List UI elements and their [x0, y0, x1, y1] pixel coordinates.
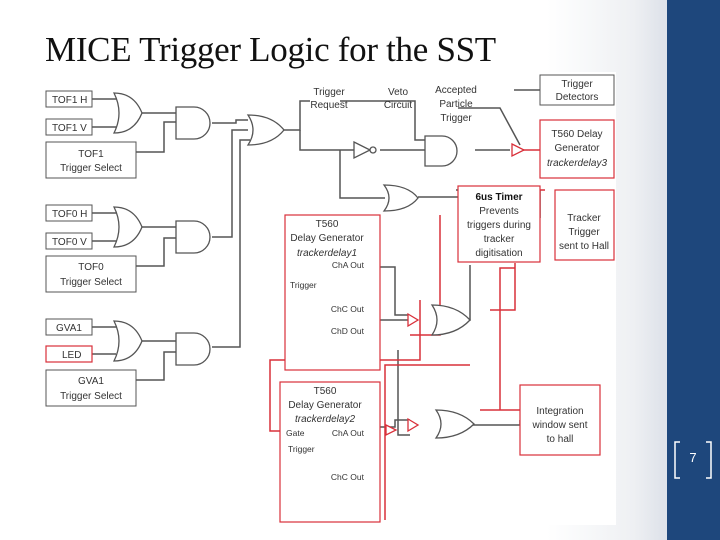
led-box: LED	[45, 345, 93, 363]
delay3-line3: trackerdelay3	[547, 158, 607, 169]
tof1-select-label-2: Trigger Select	[60, 163, 122, 174]
tof1-select-label-1: TOF1	[78, 149, 104, 160]
t560-delay3-box: T560 Delay Generator trackerdelay3	[539, 119, 615, 179]
trigger-request-line2: Request	[310, 100, 347, 111]
delay2-line2: Delay Generator	[288, 400, 362, 411]
or-gate-delay1	[430, 304, 471, 336]
trigger-detectors-line2: Detectors	[556, 92, 599, 103]
delay1-chc-out: ChC Out	[331, 304, 365, 314]
integration-line2: window sent	[531, 420, 587, 431]
delay2-cha-out: ChA Out	[332, 428, 365, 438]
or-gate-gva1	[112, 320, 143, 362]
delay1-line3: trackerdelay1	[297, 248, 357, 259]
buffer-veto	[353, 140, 372, 160]
or-gate-tof0	[112, 206, 143, 248]
tof0-select-label-1: TOF0	[78, 262, 104, 273]
timer-line2: triggers during	[467, 220, 531, 231]
veto-circuit-label: Veto Circuit	[384, 87, 413, 111]
gva1-select-box: GVA1 Trigger Select	[45, 369, 137, 407]
gva1-select-label-1: GVA1	[78, 376, 104, 387]
tracker-trigger-box: Tracker Trigger sent to Hall	[554, 189, 615, 261]
tof0-select-label-2: Trigger Select	[60, 277, 122, 288]
and-gate-tof1	[175, 106, 211, 140]
t560-delay1-box: T560 Delay Generator trackerdelay1 ChA O…	[284, 214, 381, 371]
integration-line3: to hall	[547, 434, 574, 445]
timer-line1: Prevents	[479, 206, 518, 217]
delay1-line1: T560	[316, 219, 339, 230]
tof1-v-label: TOF1 V	[52, 123, 87, 134]
veto-line2: Circuit	[384, 100, 413, 111]
tof1-h-box: TOF1 H	[45, 90, 93, 108]
logic-gates	[112, 92, 475, 439]
gva1-box: GVA1	[45, 318, 93, 336]
and-gate-gva1	[175, 332, 211, 366]
red-wiring	[269, 120, 546, 520]
and-gate-accepted	[424, 135, 458, 167]
tof1-v-box: TOF1 V	[45, 118, 93, 136]
or-gate-delay2	[434, 409, 475, 439]
delay2-line3: trackerdelay2	[295, 414, 355, 425]
gva1-select-label-2: Trigger Select	[60, 391, 122, 402]
tracker-trigger-line3: sent to Hall	[559, 241, 609, 252]
timer-line3: tracker	[484, 234, 515, 245]
delay3-line2: Generator	[554, 143, 600, 154]
trigger-detectors-line1: Trigger	[561, 79, 593, 90]
page-number-brackets	[674, 441, 712, 479]
accepted-particle-label: Accepted Particle Trigger	[435, 85, 477, 124]
integration-window-box: Integration window sent to hall	[519, 384, 601, 456]
page-number-box: 7	[672, 438, 714, 482]
tof0-select-box: TOF0 Trigger Select	[45, 255, 137, 293]
accepted-line2: Particle	[439, 99, 473, 110]
and-gate-tof0	[175, 220, 211, 254]
tracker-trigger-line2: Trigger	[568, 227, 600, 238]
delay2-gate: Gate	[286, 428, 305, 438]
tof1-h-label: TOF1 H	[52, 95, 87, 106]
trigger-detectors-box: Trigger Detectors	[539, 74, 615, 106]
tof1-select-box: TOF1 Trigger Select	[45, 141, 137, 179]
timer-title: 6us Timer	[475, 192, 522, 203]
or-gate-tof1	[112, 92, 143, 134]
inverter-dot	[369, 146, 377, 154]
accepted-line1: Accepted	[435, 85, 477, 96]
delay1-trigger: Trigger	[290, 280, 317, 290]
or-gate-trigger-request	[246, 114, 285, 146]
delay2-trigger: Trigger	[288, 444, 315, 454]
t560-delay2-box: T560 Delay Generator trackerdelay2 Gate …	[279, 381, 381, 523]
red-buffers	[385, 142, 526, 437]
tof0-v-label: TOF0 V	[52, 237, 87, 248]
delay1-chd-out: ChD Out	[331, 326, 365, 336]
tof0-v-box: TOF0 V	[45, 232, 93, 250]
trigger-request-line1: Trigger	[313, 87, 345, 98]
delay1-cha-out: ChA Out	[332, 260, 365, 270]
trigger-request-label: Trigger Request	[310, 87, 347, 111]
or-gate-timer	[382, 184, 419, 212]
delay1-line2: Delay Generator	[290, 233, 364, 244]
slide-title: MICE Trigger Logic for the SST	[45, 30, 496, 69]
tracker-trigger-line1: Tracker	[567, 213, 601, 224]
timer-box: 6us Timer Prevents triggers during track…	[457, 185, 541, 263]
veto-line1: Veto	[388, 87, 408, 98]
tof0-h-box: TOF0 H	[45, 204, 93, 222]
integration-line1: Integration	[536, 406, 583, 417]
delay2-line1: T560	[314, 386, 337, 397]
page-number: 7	[689, 450, 697, 465]
accepted-line3: Trigger	[440, 113, 472, 124]
led-label: LED	[62, 350, 81, 361]
delay3-line1: T560 Delay	[551, 129, 602, 140]
tof0-h-label: TOF0 H	[52, 209, 87, 220]
timer-line4: digitisation	[475, 248, 522, 259]
delay2-chc-out: ChC Out	[331, 472, 365, 482]
gva1-label: GVA1	[56, 323, 82, 334]
